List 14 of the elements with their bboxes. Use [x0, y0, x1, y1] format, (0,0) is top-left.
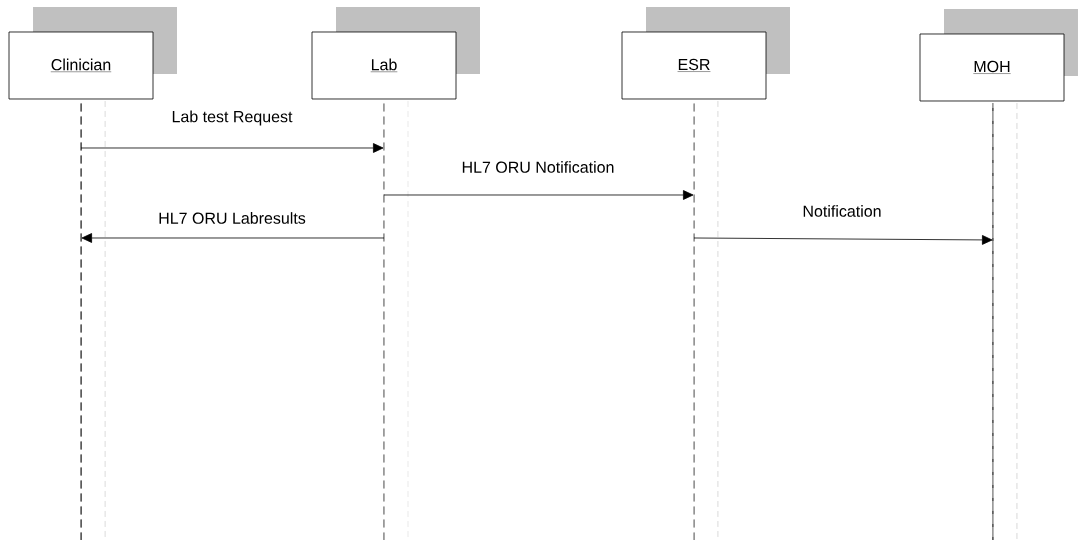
participant-box: MOH	[919, 33, 1065, 102]
edge-label: HL7 ORU Notification	[460, 160, 616, 174]
participant-box: Lab	[311, 31, 457, 100]
edge-label: HL7 ORU Labresults	[157, 211, 307, 225]
edge-label: Lab test Request	[170, 109, 294, 127]
message-arrow	[81, 233, 385, 243]
message-arrow	[80, 143, 384, 153]
lifeline	[80, 100, 82, 540]
message-arrow	[693, 235, 993, 245]
edge-label: Notification	[801, 204, 883, 218]
participant-box: Clinician	[8, 31, 154, 100]
lifeline	[992, 102, 994, 540]
participant-box: ESR	[621, 31, 767, 100]
message-arrow	[383, 190, 694, 200]
